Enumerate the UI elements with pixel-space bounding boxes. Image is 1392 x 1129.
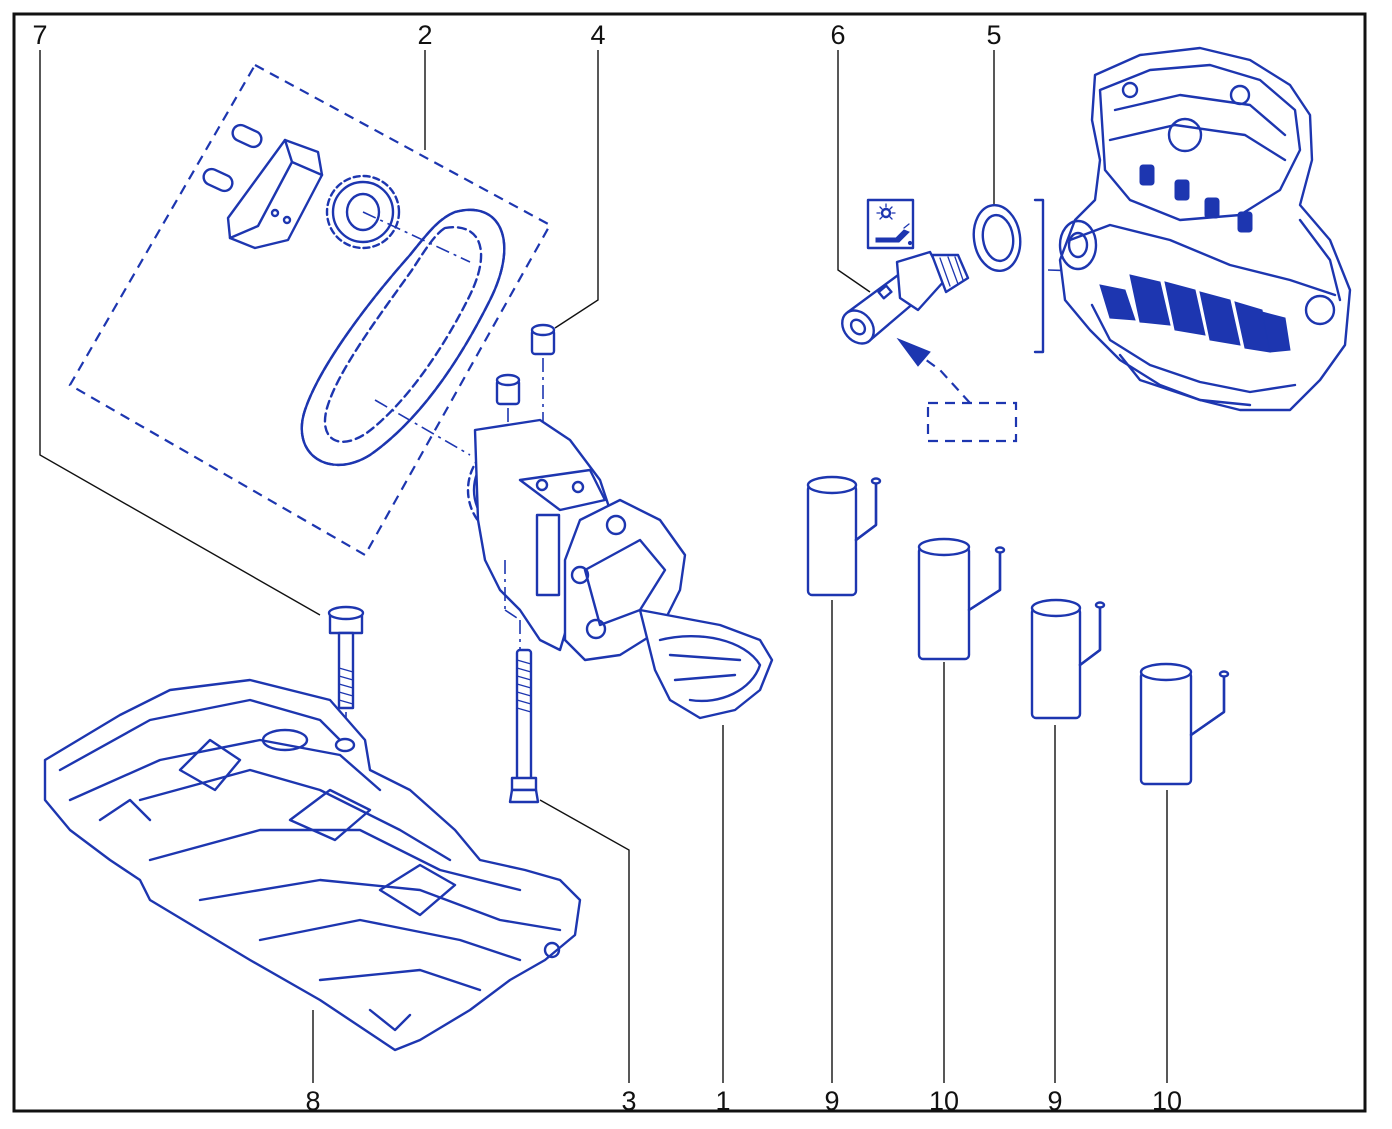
callout-9b: 9 [1047, 1086, 1062, 1116]
callout-1: 1 [715, 1086, 730, 1116]
oil-pressure-sensor [841, 250, 970, 345]
callout-2: 2 [417, 20, 432, 50]
chain-tensioner [226, 138, 324, 250]
callout-8: 8 [305, 1086, 320, 1116]
callout-6: 6 [830, 20, 845, 50]
dowel-pins [202, 123, 263, 193]
diagram-frame [12, 12, 1367, 1113]
kit-dashed-outline [68, 63, 552, 557]
chain-kit-group [68, 63, 552, 557]
timing-chain [300, 208, 506, 467]
crank-sprocket [325, 174, 471, 263]
leader-7 [39, 50, 321, 616]
callout-9a: 9 [824, 1086, 839, 1116]
leader-4 [554, 50, 599, 329]
leader-lines [39, 50, 1168, 1083]
callout-labels: 7 2 4 6 5 8 3 1 9 10 9 10 [32, 20, 1182, 1116]
sensor-reference-arrow [896, 337, 1018, 443]
oil-pressure-warning-icon [866, 198, 915, 250]
engine-oil-pan-highlight [1090, 274, 1297, 407]
callout-4: 4 [590, 20, 605, 50]
sealing-washer [972, 203, 1022, 273]
arrow-head [896, 337, 931, 367]
callout-10b: 10 [1152, 1086, 1182, 1116]
leader-6 [837, 50, 871, 293]
callout-10a: 10 [929, 1086, 959, 1116]
engine-assembly [1058, 46, 1352, 412]
callout-3: 3 [621, 1086, 636, 1116]
reference-dashed-box [926, 401, 1018, 443]
sump-bolt [327, 605, 365, 735]
oil-jet-10a [917, 537, 1006, 661]
leader-3 [539, 799, 630, 1083]
oil-jet-10b [1139, 662, 1230, 786]
sleeve-upper [530, 323, 556, 356]
callout-7: 7 [32, 20, 47, 50]
sleeve-lower [495, 373, 521, 406]
oil-jet-9a [806, 475, 882, 597]
oil-jet-9b [1030, 598, 1106, 720]
pump-bolt [508, 648, 540, 804]
oil-baffle-plate [43, 678, 582, 1052]
oil-pump [466, 418, 774, 720]
callout-5: 5 [986, 20, 1001, 50]
